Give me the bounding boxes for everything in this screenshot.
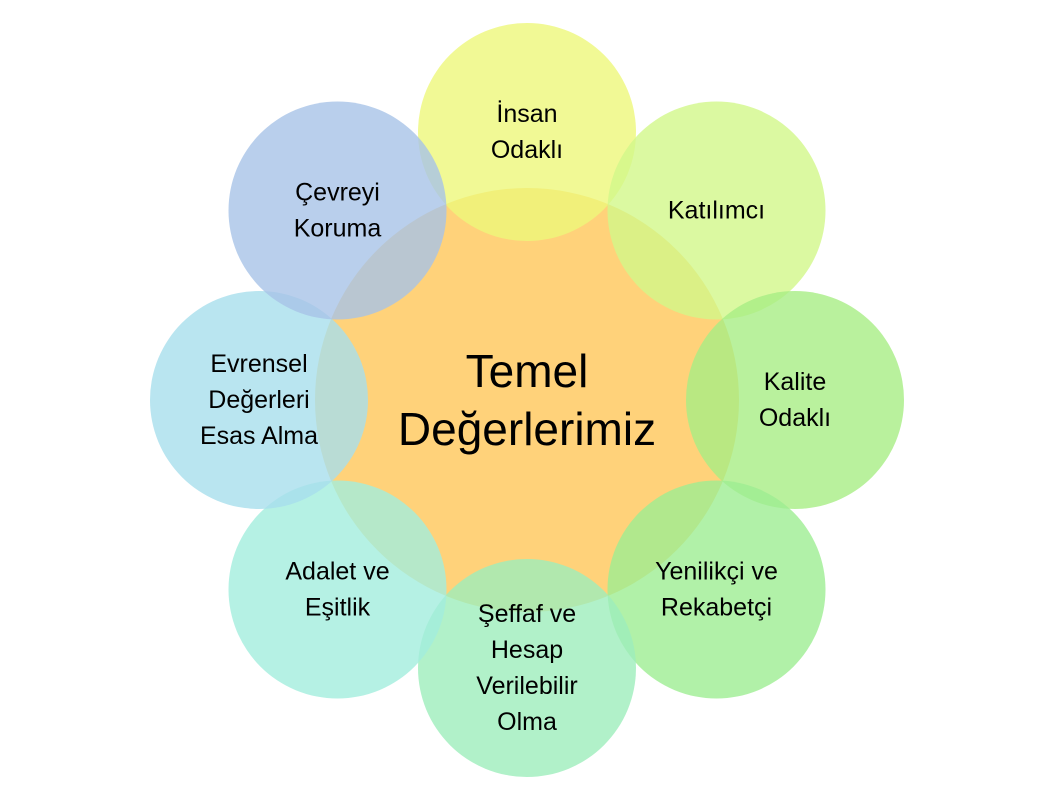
value-circle bbox=[418, 23, 636, 241]
value-label-line-2: Değerleri bbox=[208, 386, 309, 414]
value-label-line-2: Hesap bbox=[491, 636, 563, 664]
value-label-line-3: Verilebilir bbox=[476, 672, 577, 700]
value-label-line-2: Odaklı bbox=[491, 136, 563, 164]
value-label-line-1: Çevreyi bbox=[295, 178, 380, 206]
value-circle bbox=[228, 480, 447, 699]
value-circle bbox=[228, 101, 447, 320]
value-label-line-2: Koruma bbox=[294, 214, 382, 242]
value-node-adalet-esitlik: Adalet ve Eşitlik bbox=[228, 480, 447, 699]
value-label-line-2: Odaklı bbox=[759, 404, 831, 432]
value-label-line-1: Evrensel bbox=[210, 350, 307, 378]
value-label-line-3: Esas Alma bbox=[200, 422, 318, 450]
value-node-katilimci: Katılımcı bbox=[607, 101, 826, 320]
value-label-line-2: Rekabetçi bbox=[661, 594, 772, 622]
value-circle bbox=[607, 480, 826, 699]
value-nodes: İnsanOdaklıKatılımcıKaliteOdaklıYenilikç… bbox=[150, 23, 904, 777]
value-label-line-2: Eşitlik bbox=[305, 594, 371, 622]
value-label-line-1: İnsan bbox=[496, 99, 557, 128]
value-circle bbox=[150, 291, 368, 509]
value-circle bbox=[686, 291, 904, 509]
value-circle bbox=[418, 559, 636, 777]
value-label-line-1: Katılımcı bbox=[668, 196, 765, 224]
value-circle bbox=[607, 101, 826, 320]
center-title-line-2: Değerlerimiz bbox=[398, 403, 656, 455]
value-label-line-1: Yenilikçi ve bbox=[655, 558, 778, 586]
value-label-line-1: Şeffaf ve bbox=[478, 600, 576, 628]
value-label-line-4: Olma bbox=[497, 708, 557, 736]
center-title-line-1: Temel bbox=[466, 345, 589, 397]
center-shape bbox=[315, 188, 739, 612]
value-label-line-1: Kalite bbox=[764, 368, 827, 396]
value-node-yenilikci-rekabetci: Yenilikçi ve Rekabetçi bbox=[607, 480, 826, 699]
value-label-line-1: Adalet ve bbox=[285, 558, 389, 586]
